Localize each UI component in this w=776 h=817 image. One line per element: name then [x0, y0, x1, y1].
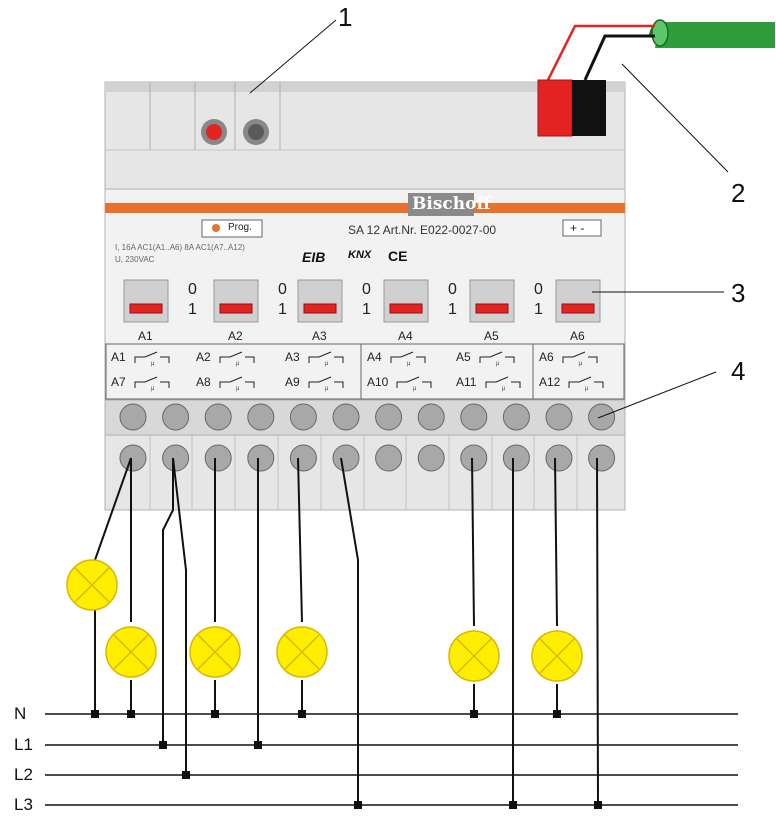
contact-mu: μ [407, 361, 411, 367]
contact-mu: μ [585, 386, 589, 392]
lamp-5 [448, 630, 500, 682]
lamp-4 [276, 626, 328, 678]
front-panel [104, 188, 626, 405]
terminal-screw-bottom [162, 444, 190, 472]
lamp-cross [74, 567, 110, 603]
wire [297, 457, 303, 623]
contact-symbol [562, 351, 598, 363]
terminal-screw-top [417, 403, 445, 431]
terminal-screw-bottom [332, 444, 360, 472]
lamp-1 [66, 559, 118, 611]
programming-button[interactable] [243, 119, 269, 145]
terminal-screw-top [119, 403, 147, 431]
switch-lever-a4 [389, 303, 423, 314]
switch-lever-a3 [303, 303, 337, 314]
switch-a6 [555, 279, 601, 323]
switch-a3 [297, 279, 343, 323]
contact-mu: μ [151, 386, 155, 392]
wire [554, 457, 558, 627]
lamps [66, 559, 583, 682]
programming-led [201, 119, 227, 145]
lamp-6 [531, 630, 583, 682]
contact-table [105, 343, 625, 400]
switch-a5 [469, 279, 515, 323]
terminal-screw-bottom [502, 444, 530, 472]
contact-mu: μ [151, 361, 155, 367]
contact-symbol [485, 376, 521, 388]
wire [596, 457, 599, 806]
lamp-cross [284, 634, 320, 670]
terminal-screw-bottom [247, 444, 275, 472]
contact-mu: μ [236, 386, 240, 392]
bus-cable [546, 19, 775, 81]
contact-mu: μ [496, 361, 500, 367]
terminal-screw-bottom [588, 444, 616, 472]
contact-symbol [479, 351, 515, 363]
switch-lever-a6 [561, 303, 595, 314]
supply-lines [45, 713, 738, 806]
contact-symbols: μ μ μ μ μ μ μ μ μ μ μ μ [134, 351, 604, 392]
lamp-cross [113, 634, 149, 670]
contact-symbol [219, 376, 255, 388]
wire [340, 457, 359, 805]
wire [94, 457, 132, 561]
terminal-screw-bottom [545, 444, 573, 472]
contact-symbol [568, 376, 604, 388]
switch-lever-a2 [219, 303, 253, 314]
lamp-cross [539, 638, 575, 674]
contact-mu: μ [236, 361, 240, 367]
terminal-screw-top [502, 403, 530, 431]
lamp-2 [105, 626, 157, 678]
terminal-screw-bottom [204, 444, 232, 472]
wires [91, 457, 602, 809]
switch-a4 [383, 279, 429, 323]
terminal-screw-top [247, 403, 275, 431]
terminal-screw-top [332, 403, 360, 431]
lamp-3 [189, 626, 241, 678]
terminal-screw-bottom [119, 444, 147, 472]
lamp-cross [456, 638, 492, 674]
terminal-screw-top [204, 403, 232, 431]
terminal-screw-bottom [289, 444, 317, 472]
channel-switches [123, 279, 601, 323]
switch-lever-a1 [129, 303, 163, 314]
terminal-screw-top [375, 403, 403, 431]
callout-leaders [249, 19, 729, 419]
terminal-screw-top [545, 403, 573, 431]
terminal-screw-bottom [460, 444, 488, 472]
terminal-screw-top [162, 403, 190, 431]
terminal-screws [119, 403, 616, 510]
contact-symbol [390, 351, 426, 363]
bus-terminal [537, 79, 606, 137]
wire [162, 458, 174, 745]
contact-mu: μ [502, 386, 506, 392]
switch-a1 [123, 279, 169, 323]
terminal-screw-bottom [417, 444, 445, 472]
contact-symbol [396, 376, 432, 388]
contact-symbol [134, 351, 170, 363]
contact-symbol [308, 351, 344, 363]
contact-symbol [308, 376, 344, 388]
terminal-screw-top [460, 403, 488, 431]
wire [172, 457, 187, 775]
wire [471, 457, 475, 627]
contact-mu: μ [325, 386, 329, 392]
contact-mu: μ [579, 361, 583, 367]
contact-mu: μ [413, 386, 417, 392]
contact-symbol [134, 376, 170, 388]
contact-mu: μ [325, 361, 329, 367]
terminal-screw-bottom [375, 444, 403, 472]
switch-lever-a5 [475, 303, 509, 314]
lamp-cross [197, 634, 233, 670]
contact-symbol [219, 351, 255, 363]
switch-a2 [213, 279, 259, 323]
terminal-screw-top [289, 403, 317, 431]
